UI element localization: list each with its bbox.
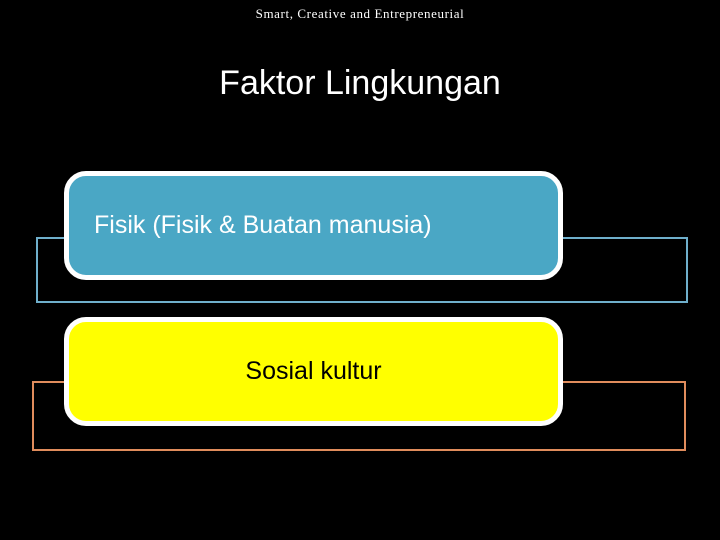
sosial-kultur-callout-label: Sosial kultur: [245, 356, 382, 385]
fisik-callout[interactable]: Fisik (Fisik & Buatan manusia): [64, 171, 563, 280]
page-title: Faktor Lingkungan: [219, 64, 501, 102]
fisik-callout-label: Fisik (Fisik & Buatan manusia): [94, 210, 432, 239]
sosial-kultur-callout[interactable]: Sosial kultur: [64, 317, 563, 426]
running-header: Smart, Creative and Entrepreneurial: [255, 6, 465, 21]
